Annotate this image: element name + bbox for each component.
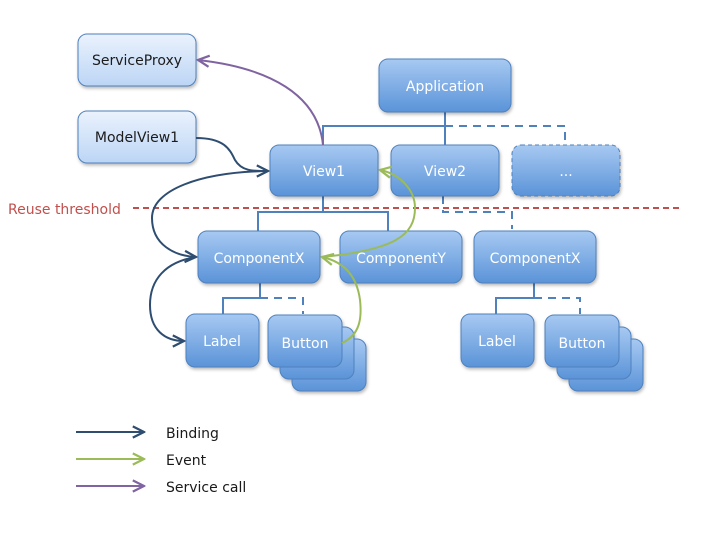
node-view1[interactable]: View1 <box>269 144 379 197</box>
node-label-left[interactable]: Label <box>185 313 260 368</box>
legend-binding-label: Binding <box>166 426 219 442</box>
binding-arrow-view1-componentx <box>150 170 269 257</box>
application-label: Application <box>406 79 484 95</box>
node-model-view1[interactable]: ModelView1 <box>77 110 197 164</box>
binding-arrow-componentx-label <box>148 256 197 341</box>
service-call-arrow-view1-to-serviceproxy <box>198 60 324 146</box>
relationship-arrows <box>148 60 417 344</box>
legend: Binding Event Service call <box>76 426 246 496</box>
legend-item-event: Event <box>76 453 207 469</box>
connector-view1-components <box>257 196 389 231</box>
label-right-label: Label <box>478 334 516 350</box>
node-button-right-stack[interactable]: Button <box>544 314 644 392</box>
reuse-threshold-label: Reuse threshold <box>8 202 121 218</box>
connector-componentx2-button-dashed <box>534 297 581 314</box>
more-views-label: ... <box>559 164 572 180</box>
legend-event-label: Event <box>166 453 207 469</box>
node-more-views[interactable]: ... <box>511 144 621 197</box>
label-left-label: Label <box>203 334 241 350</box>
node-component-x-left[interactable]: ComponentX <box>197 230 321 284</box>
connector-application-views <box>322 112 446 145</box>
node-service-proxy[interactable]: ServiceProxy <box>77 33 197 87</box>
legend-item-service-call: Service call <box>76 480 246 496</box>
model-view1-label: ModelView1 <box>95 130 179 146</box>
connector-componentx-button-dashed <box>260 297 304 314</box>
connector-componentx2-label <box>495 283 535 314</box>
tree-connectors <box>222 112 581 314</box>
view1-label: View1 <box>303 164 345 180</box>
node-view2[interactable]: View2 <box>390 144 500 197</box>
node-component-x-right[interactable]: ComponentX <box>473 230 597 284</box>
event-arrow-componenty-to-view1 <box>321 170 417 258</box>
connector-componentx-label <box>222 283 261 314</box>
node-button-left-stack[interactable]: Button <box>267 314 367 392</box>
node-application[interactable]: Application <box>378 58 512 113</box>
component-x-left-label: ComponentX <box>214 251 305 267</box>
button-right-label: Button <box>559 336 606 352</box>
button-left-label: Button <box>282 336 329 352</box>
event-arrow-button-to-componentx <box>322 257 362 344</box>
connector-application-more-dashed <box>445 125 566 142</box>
binding-arrow-modelview1-to-view1 <box>195 137 268 171</box>
node-label-right[interactable]: Label <box>460 313 535 368</box>
view2-label: View2 <box>424 164 466 180</box>
node-component-y[interactable]: ComponentY <box>339 230 463 284</box>
component-y-label: ComponentY <box>356 251 446 267</box>
service-proxy-label: ServiceProxy <box>92 53 182 69</box>
legend-service-call-label: Service call <box>166 480 246 496</box>
component-x-right-label: ComponentX <box>490 251 581 267</box>
legend-item-binding: Binding <box>76 426 219 442</box>
connector-view2-componentx-dashed <box>442 196 513 229</box>
